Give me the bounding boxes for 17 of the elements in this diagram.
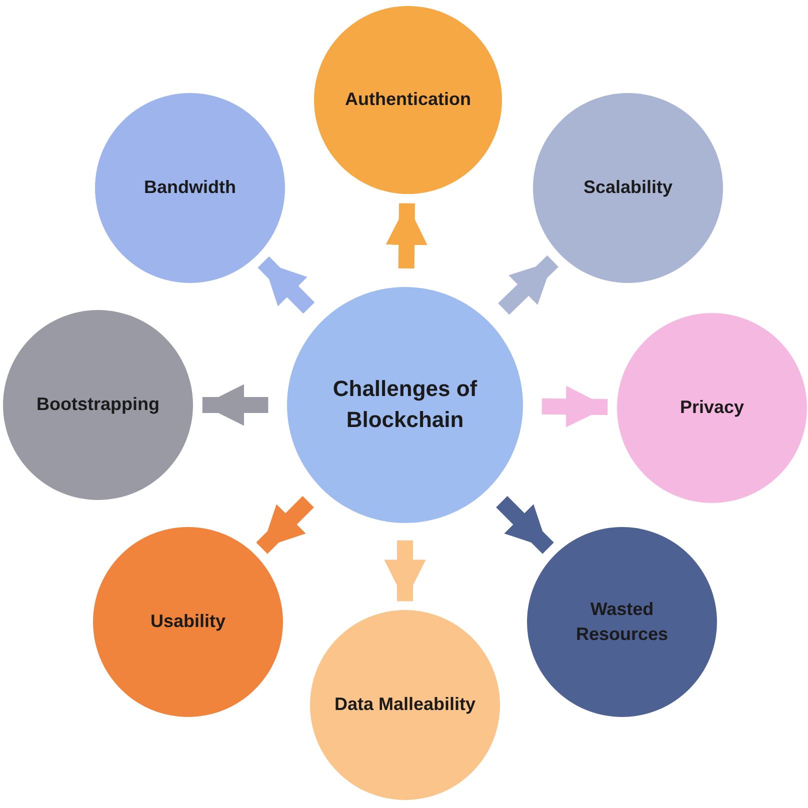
block-arrow xyxy=(496,496,554,554)
circle-label: Wasted Resources xyxy=(574,598,670,646)
circle-label: Challenges of Blockchain xyxy=(332,375,478,434)
circle-label: Usability xyxy=(150,610,226,634)
circle-label: Privacy xyxy=(680,396,744,420)
circle-label: Bandwidth xyxy=(144,176,236,200)
block-arrow xyxy=(542,386,608,428)
circle-label: Data Malleability xyxy=(334,693,476,716)
block-arrow xyxy=(256,496,314,554)
block-arrow xyxy=(258,256,315,314)
circle-label: Authentication xyxy=(345,88,471,112)
circle-label: Scalability xyxy=(583,176,673,200)
block-arrow xyxy=(202,384,268,426)
block-arrow xyxy=(498,255,558,315)
block-arrow xyxy=(384,540,426,602)
circle-label: Bootstrapping xyxy=(36,393,160,416)
block-arrow xyxy=(386,203,428,268)
